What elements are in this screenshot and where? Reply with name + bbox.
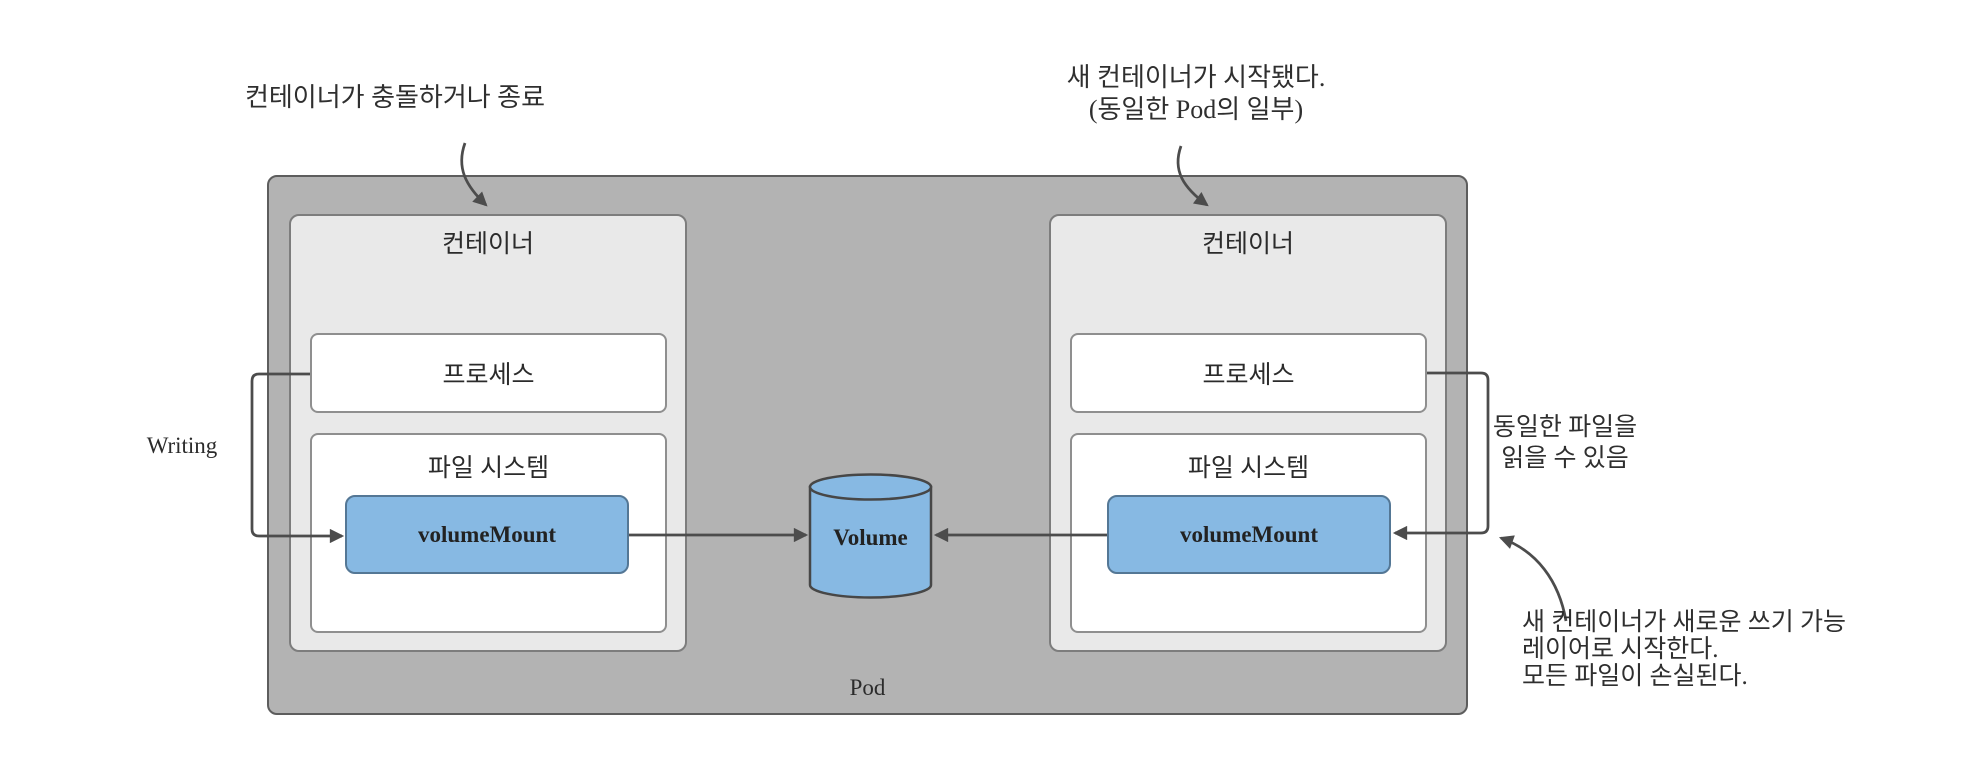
container-left-label: 컨테이너 (441, 231, 534, 258)
volume-mount-box-right: volumeMount (1107, 495, 1391, 574)
volume-label: Volume (833, 525, 908, 550)
volume-mount-right-label: volumeMount (1180, 521, 1318, 547)
annotation-new-container: 새 컨테이너가 시작됐다. (동일한 Pod의 일부) (1046, 62, 1346, 126)
filesystem-left-label: 파일 시스템 (427, 455, 550, 482)
volume-mount-box-left: volumeMount (345, 495, 629, 574)
annotation-files-lost-line2: 레이어로 시작한다. (1522, 636, 1719, 663)
annotation-container-crashed: 컨테이너가 충돌하거나 종료 (244, 83, 546, 112)
annotation-new-container-line1: 새 컨테이너가 시작됐다. (1066, 63, 1326, 92)
process-right-label: 프로세스 (1202, 362, 1295, 389)
volume-mount-left-label: volumeMount (418, 521, 556, 547)
filesystem-right-label: 파일 시스템 (1187, 455, 1310, 482)
process-box-left: 프로세스 (310, 333, 667, 413)
annotation-new-container-line2: (동일한 Pod의 일부) (1088, 95, 1304, 124)
process-box-right: 프로세스 (1070, 333, 1427, 413)
annotation-files-lost-line3: 모든 파일이 손실된다. (1522, 663, 1748, 690)
pod-label: Pod (849, 675, 886, 700)
annotation-read-same-file: 동일한 파일을 읽을 수 있음 (1462, 412, 1668, 474)
annotation-files-lost-line1: 새 컨테이너가 새로운 쓰기 가능 (1522, 609, 1847, 636)
container-right-label: 컨테이너 (1201, 231, 1294, 258)
writing-label: Writing (146, 433, 218, 458)
process-left-label: 프로세스 (442, 362, 535, 389)
annotation-files-lost: 새 컨테이너가 새로운 쓰기 가능 레이어로 시작한다. 모든 파일이 손실된다… (1522, 609, 1862, 690)
annotation-read-same-file-line2: 읽을 수 있음 (1501, 445, 1629, 472)
annotation-read-same-file-line1: 동일한 파일을 (1492, 414, 1638, 441)
